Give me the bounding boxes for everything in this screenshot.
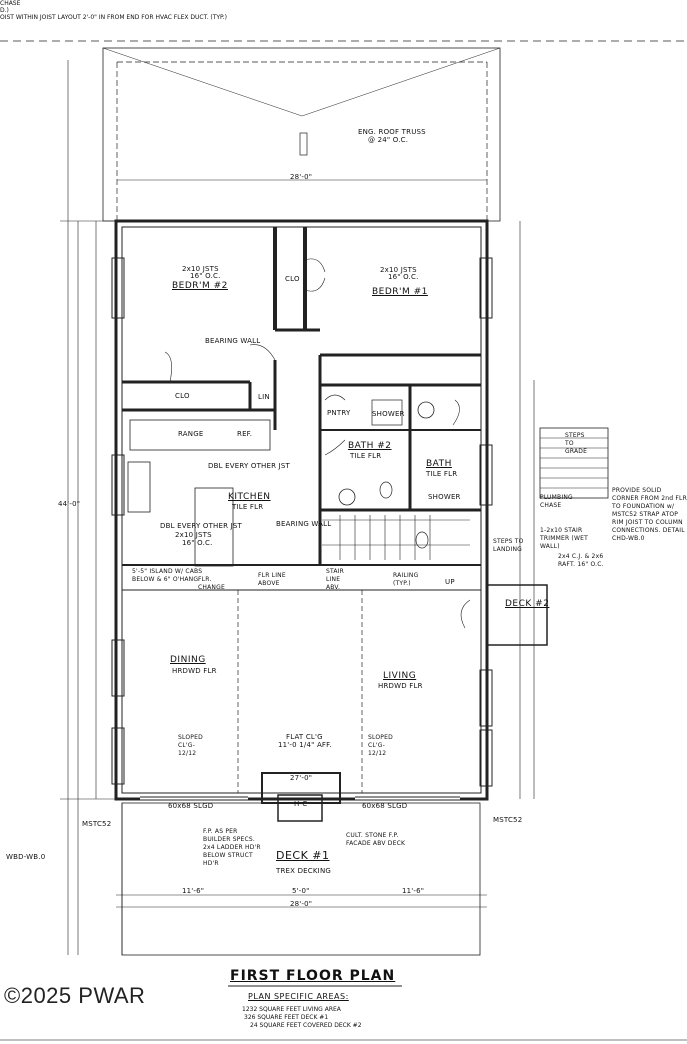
room-dining: DINING (170, 655, 206, 665)
room-living: LIVING (383, 671, 417, 681)
joist-oc-kitchen: 16" O.C. (182, 539, 213, 547)
room-deck-2: DECK #2 (505, 599, 550, 609)
hc-label: H-C (294, 800, 308, 808)
copyright-watermark: ©2025 PWAR (4, 983, 146, 1008)
slider-left: 60x68 SLGD (168, 802, 214, 810)
stair-trimmer: 1-2x10 STAIR TRIMMER (WET WALL) (540, 527, 588, 550)
wbd-label: WBD-WB.0 (6, 853, 46, 861)
deck-2-outline (486, 584, 548, 646)
room-bath-2: BATH #2 (348, 441, 392, 451)
room-bath: BATH (426, 459, 452, 469)
flat-clg-aff: 11'-0 1/4" AFF. (278, 741, 332, 749)
header-note-3: OIST WITHIN JOIST LAYOUT 2'-0" IN FROM E… (0, 14, 227, 21)
flat-clg: FLAT CL'G (286, 733, 323, 741)
deck-1-note: TREX DECKING (276, 867, 331, 875)
dim-28-bottom: 28'-0" (290, 900, 313, 908)
range-label: RANGE (178, 430, 204, 438)
ref-label: REF. (237, 430, 253, 438)
joist-oc-bed1: 16" O.C. (388, 273, 419, 281)
dim-11-6-right: 11'-6" (402, 887, 425, 895)
room-bedroom-2: BEDR'M #2 (172, 281, 228, 291)
dim-5-0: 5'-0" (292, 887, 310, 895)
closet-label: CLO (285, 275, 300, 283)
dbl-joist-label-2: DBL EVERY OTHER JST (160, 522, 243, 530)
provide-solid-note: PROVIDE SOLID CORNER FROM 2nd FLR TO FOU… (612, 487, 687, 542)
bath-floor: TILE FLR (426, 470, 458, 478)
mstc-right: MSTC52 (493, 816, 523, 824)
up-label: UP (445, 578, 455, 586)
cult-stone-note: CULT. STONE F.P. FACADE ABV DECK (346, 832, 406, 847)
shower-label-2: SHOWER (428, 493, 461, 501)
cj-rafter-note: 2x4 C.J. & 2x6 RAFT. 16" O.C. (558, 553, 604, 568)
roof-truss-label: ENG. ROOF TRUSS (358, 128, 426, 136)
dim-27: 27'-0" (290, 774, 313, 782)
linen-label: LIN (258, 393, 270, 401)
slider-right: 60x68 SLGD (362, 802, 408, 810)
shower-label: SHOWER (372, 410, 405, 418)
closet-label-2: CLO (175, 392, 190, 400)
kitchen-floor: TILE FLR (232, 503, 264, 511)
joist-label-kitchen: 2x10 JSTS (175, 531, 212, 539)
room-deck-1: DECK #1 (276, 849, 330, 862)
roof-truss-area (102, 47, 501, 222)
deck-1-outline (121, 802, 481, 956)
island (194, 487, 234, 567)
flr-line-label: FLR LINE ABOVE (258, 572, 286, 587)
plan-title: FIRST FLOOR PLAN (230, 968, 396, 984)
bearing-wall-label: BEARING WALL (205, 337, 261, 345)
dbl-joist-label: DBL EVERY OTHER JST (208, 462, 291, 470)
joist-label-bed1: 2x10 JSTS (380, 266, 417, 274)
header-note-1: CHASE (0, 0, 21, 7)
railing-label: RAILING (TYP.) (393, 572, 419, 587)
area-line-2: 326 SQUARE FEET DECK #1 (244, 1014, 329, 1021)
dining-floor: HRDWD FLR (172, 667, 217, 675)
roof-truss-oc: @ 24" O.C. (368, 136, 409, 144)
flr-change-label: FLR. CHANGE (198, 576, 225, 591)
header-note-2: D.) (0, 7, 9, 14)
area-line-3: 24 SQUARE FEET COVERED DECK #2 (250, 1022, 362, 1029)
bath-2-floor: TILE FLR (350, 452, 382, 460)
plumbing-chase: PLUMBING CHASE (540, 494, 573, 509)
bearing-wall-label-2: BEARING WALL (276, 520, 332, 528)
room-kitchen: KITCHEN (228, 492, 271, 502)
joist-oc-bed2: 16" O.C. (190, 272, 221, 280)
dim-44: 44'-0" (58, 500, 81, 508)
island-note: 5'-5" ISLAND W/ CABS BELOW & 6" O'HANG (132, 568, 203, 583)
stair-line-label: STAIR LINE ABV. (326, 568, 345, 591)
mstc-left: MSTC52 (82, 820, 112, 828)
pantry-label: PNTRY (327, 409, 351, 417)
sloped-clg-right: SLOPED CL'G-12/12 (368, 734, 393, 757)
fp-note: F.P. AS PER BUILDER SPECS. 2x4 LADDER HD… (203, 828, 261, 867)
room-bedroom-1: BEDR'M #1 (372, 287, 428, 297)
steps-landing: STEPS TO LANDING (493, 538, 524, 553)
sloped-clg-left: SLOPED CL'G-12/12 (178, 734, 203, 757)
exterior-wall (114, 219, 489, 801)
living-floor: HRDWD FLR (378, 682, 423, 690)
steps-grade: STEPS TO GRADE (565, 432, 588, 455)
joist-label-bed2: 2x10 JSTS (182, 265, 219, 273)
dim-28-top: 28'-0" (290, 173, 313, 181)
dim-11-6-left: 11'-6" (182, 887, 205, 895)
plan-areas-heading: PLAN SPECIFIC AREAS: (248, 992, 349, 1001)
area-line-1: 1232 SQUARE FEET LIVING AREA (242, 1006, 341, 1013)
